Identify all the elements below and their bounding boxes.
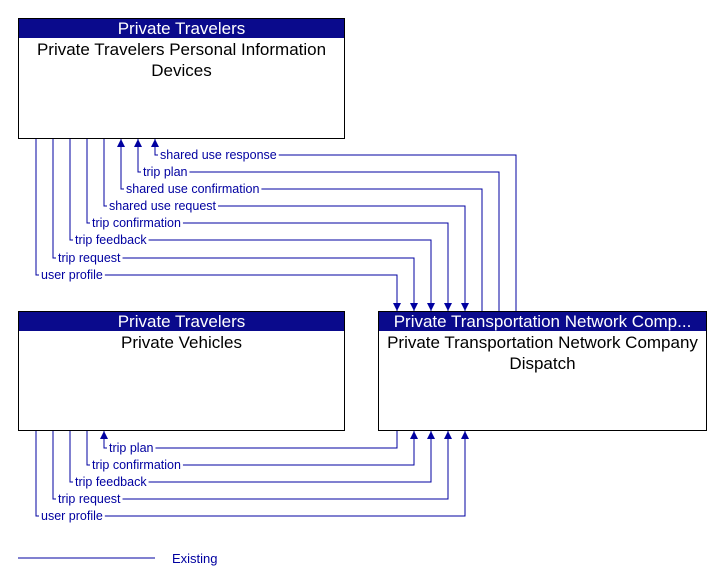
flow-line bbox=[86, 139, 449, 311]
flow-bottom-3[interactable]: trip request bbox=[52, 431, 449, 506]
flow-label: trip feedback bbox=[75, 475, 147, 489]
flow-top-4[interactable]: trip confirmation bbox=[86, 139, 449, 311]
dispatch-box[interactable]: Private Transportation Network Comp... P… bbox=[378, 311, 707, 431]
flow-line bbox=[52, 139, 415, 311]
flow-bottom-2[interactable]: trip feedback bbox=[69, 431, 432, 489]
flow-line bbox=[103, 139, 466, 311]
private-vehicles-header: Private Travelers bbox=[19, 312, 344, 331]
flow-label: user profile bbox=[41, 268, 103, 282]
flow-top-0[interactable]: shared use response bbox=[154, 139, 517, 311]
flow-line bbox=[35, 139, 398, 311]
flow-line bbox=[154, 139, 517, 311]
dispatch-header: Private Transportation Network Comp... bbox=[379, 312, 706, 331]
flow-label: trip confirmation bbox=[92, 216, 181, 230]
flow-top-3[interactable]: shared use request bbox=[103, 139, 466, 311]
flow-line bbox=[103, 431, 398, 449]
dispatch-title: Private Transportation Network Company D… bbox=[387, 333, 698, 373]
personal-devices-header: Private Travelers bbox=[19, 19, 344, 38]
flow-label: user profile bbox=[41, 509, 103, 523]
arrow-down-icon bbox=[410, 303, 418, 311]
flow-top-5[interactable]: trip feedback bbox=[69, 139, 432, 311]
flow-line bbox=[137, 139, 500, 311]
flow-line bbox=[120, 139, 483, 311]
arrow-up-icon bbox=[100, 431, 108, 439]
arrow-up-icon bbox=[117, 139, 125, 147]
flow-line bbox=[86, 431, 415, 466]
private-vehicles-title: Private Vehicles bbox=[121, 333, 242, 352]
flow-label: trip plan bbox=[109, 441, 154, 455]
legend-label: Existing bbox=[172, 551, 218, 566]
flow-top-1[interactable]: trip plan bbox=[137, 139, 500, 311]
flow-bottom-4[interactable]: user profile bbox=[35, 431, 466, 523]
flow-top-2[interactable]: shared use confirmation bbox=[120, 139, 483, 311]
flow-line bbox=[52, 431, 449, 500]
arrow-down-icon bbox=[393, 303, 401, 311]
flow-label: shared use response bbox=[160, 148, 277, 162]
arrow-down-icon bbox=[461, 303, 469, 311]
flow-label: trip plan bbox=[143, 165, 188, 179]
arrow-down-icon bbox=[427, 303, 435, 311]
arrow-up-icon bbox=[444, 431, 452, 439]
arrow-up-icon bbox=[410, 431, 418, 439]
arrow-down-icon bbox=[444, 303, 452, 311]
flow-label: trip request bbox=[58, 251, 121, 265]
flow-line bbox=[69, 139, 432, 311]
personal-devices-title: Private Travelers Personal Information D… bbox=[36, 40, 327, 80]
flow-line bbox=[35, 431, 466, 517]
private-vehicles-box[interactable]: Private Travelers Private Vehicles bbox=[18, 311, 345, 431]
personal-devices-box[interactable]: Private Travelers Private Travelers Pers… bbox=[18, 18, 345, 139]
arrow-up-icon bbox=[461, 431, 469, 439]
flow-bottom-1[interactable]: trip confirmation bbox=[86, 431, 415, 472]
flow-label: trip request bbox=[58, 492, 121, 506]
arrow-up-icon bbox=[134, 139, 142, 147]
flow-bottom-0[interactable]: trip plan bbox=[103, 431, 398, 455]
arrow-up-icon bbox=[151, 139, 159, 147]
flow-line bbox=[69, 431, 432, 483]
flow-label: shared use request bbox=[109, 199, 217, 213]
arrow-up-icon bbox=[427, 431, 435, 439]
flow-label: shared use confirmation bbox=[126, 182, 259, 196]
flow-label: trip confirmation bbox=[92, 458, 181, 472]
flow-label: trip feedback bbox=[75, 233, 147, 247]
flow-top-6[interactable]: trip request bbox=[52, 139, 415, 311]
flow-top-7[interactable]: user profile bbox=[35, 139, 398, 311]
